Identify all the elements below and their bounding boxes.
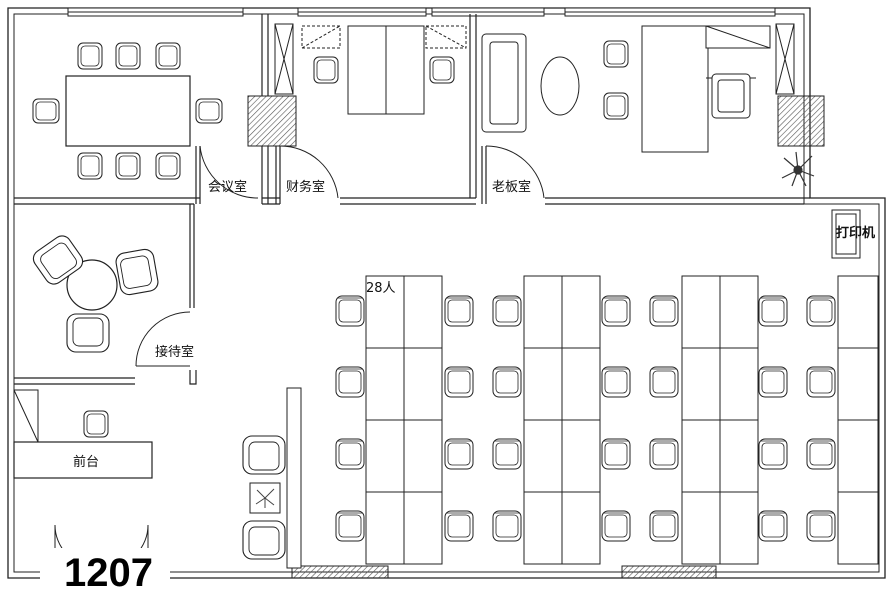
workstation-chair [758, 438, 788, 470]
sofa [481, 33, 527, 133]
unit-number: 1207 [64, 551, 153, 595]
meeting-room-label: 会议室 [208, 179, 247, 195]
workstation-chair [492, 510, 522, 542]
desk [837, 347, 879, 421]
desk [837, 491, 879, 565]
boss-room-furniture [481, 23, 815, 187]
workstation-chair [444, 510, 474, 542]
partition [286, 387, 302, 569]
finance-room-label: 财务室 [286, 179, 325, 195]
room-labels: 会议室 财务室 老板室 接待室 前台 打印机 28人 1207 [40, 179, 875, 595]
workstation-chair [758, 295, 788, 327]
desk [561, 491, 601, 565]
desk [681, 347, 721, 421]
workstation-chair [806, 295, 836, 327]
coffee-table [540, 56, 580, 116]
structural-columns [247, 95, 825, 579]
workstation-chair [806, 366, 836, 398]
workstation-chair [335, 366, 365, 398]
desk [561, 419, 601, 493]
desk [403, 347, 443, 421]
desk [719, 347, 759, 421]
printer-icon [831, 209, 861, 259]
workstation-chair [601, 295, 631, 327]
desk [403, 275, 443, 349]
workstation-chair [649, 438, 679, 470]
desk [681, 419, 721, 493]
desk [719, 419, 759, 493]
outer-walls [7, 7, 886, 579]
workstation-chair [444, 438, 474, 470]
workstation-chair [335, 510, 365, 542]
workstation-chair [492, 295, 522, 327]
boss-desk [641, 25, 709, 153]
workstation-chair [444, 295, 474, 327]
desk [561, 275, 601, 349]
workstation-chair [335, 295, 365, 327]
lounge-furniture [242, 387, 302, 569]
desk [365, 419, 405, 493]
reception-room-label: 接待室 [155, 344, 194, 360]
front-desk-area [13, 389, 153, 479]
desk [523, 347, 563, 421]
front-desk [13, 441, 153, 479]
workstation-chair [492, 438, 522, 470]
desk [523, 419, 563, 493]
desk [837, 419, 879, 493]
printer-label: 打印机 [836, 225, 875, 241]
desk [719, 275, 759, 349]
desk [365, 347, 405, 421]
desk [523, 491, 563, 565]
desk [365, 491, 405, 565]
plant-icon [781, 151, 815, 187]
reception-room-furniture [29, 231, 160, 353]
workstation-chair [444, 366, 474, 398]
finance-room-furniture [274, 23, 467, 115]
workstation-chair [601, 366, 631, 398]
workstation-chair [649, 295, 679, 327]
desk [681, 275, 721, 349]
workstation-chair [806, 438, 836, 470]
workstation-chair [601, 510, 631, 542]
workstation-chair [492, 366, 522, 398]
workstation-chair [649, 510, 679, 542]
boss-room-label: 老板室 [492, 179, 531, 195]
workstation-chair [649, 366, 679, 398]
front-desk-label: 前台 [73, 454, 99, 470]
desk [681, 491, 721, 565]
windows [67, 7, 776, 17]
workstation-chair [601, 438, 631, 470]
desk [719, 491, 759, 565]
desk [837, 275, 879, 349]
workstation-area [335, 275, 879, 565]
office-chair [706, 73, 756, 119]
workstation-count-label: 28人 [366, 281, 396, 296]
meeting-table [65, 75, 191, 147]
workstation-chair [758, 366, 788, 398]
round-table [66, 259, 118, 311]
desk [561, 347, 601, 421]
desk [403, 491, 443, 565]
desk [523, 275, 563, 349]
workstation-chair [806, 510, 836, 542]
workstation-chair [335, 438, 365, 470]
desk [403, 419, 443, 493]
meeting-table-group [32, 42, 223, 180]
workstation-chair [758, 510, 788, 542]
